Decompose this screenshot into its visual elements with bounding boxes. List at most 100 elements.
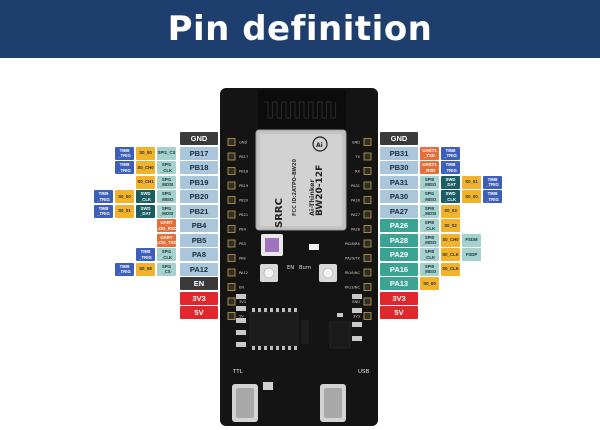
chip-pin xyxy=(264,308,267,312)
chip-pin xyxy=(294,308,297,312)
ai-logo-text: Ai xyxy=(316,142,323,149)
left-pin-pb19: PB19 xyxy=(180,175,218,189)
silk-label-right: 3V3 xyxy=(353,315,360,319)
header-pin-right xyxy=(363,196,372,204)
header-pin-right xyxy=(363,181,372,190)
right-func-uart: UART1 _TXD xyxy=(420,146,439,160)
right-pin-pa30: PA30 xyxy=(380,190,418,203)
right-func-pwm: S0_CH0 xyxy=(441,233,460,247)
silk-label-right: TX xyxy=(354,155,360,159)
silk-label-right: GND xyxy=(352,300,360,304)
header-pin-right xyxy=(363,312,372,320)
chip-pin xyxy=(294,346,297,350)
silk-label-left: PB5 xyxy=(239,242,246,246)
right-func-spi: SPI0 _MISO xyxy=(420,262,439,276)
header-bar: Pin definition xyxy=(0,0,600,58)
en-label: EN xyxy=(287,265,294,271)
silk-label-left: 5V xyxy=(239,315,244,319)
right-func-uart: UART1 _RXD xyxy=(420,161,439,174)
left-func-spi: SPI1 _MISO xyxy=(157,190,176,203)
silk-label-left: 3V3 xyxy=(239,300,246,304)
chip-pin xyxy=(258,346,261,350)
chip-pin xyxy=(288,346,291,350)
left-func-tim: TIM9 _TRIG xyxy=(94,190,113,203)
smd-resistor xyxy=(236,318,246,323)
left-func-spi: SPI1 _CLK xyxy=(157,248,176,261)
silk-label-right: PA13/NC xyxy=(345,286,361,290)
left-func-pwm: S0_CH1 xyxy=(136,175,155,189)
left-func-pwm: S0_01 xyxy=(115,204,134,218)
silk-label-left: PB21 xyxy=(239,213,248,217)
left-pin-pb18: PB18 xyxy=(180,161,218,174)
chip-pin xyxy=(252,308,255,312)
right-func-pwm: S0_00 xyxy=(420,277,439,290)
en-button-cap xyxy=(263,267,275,279)
left-pin-pb5: PB5 xyxy=(180,233,218,247)
chip-pin xyxy=(252,346,255,350)
header-pin-right xyxy=(363,225,372,233)
header-pin-left xyxy=(227,254,236,262)
header-pin-left xyxy=(227,152,236,161)
left-func-pwm: S0_08 xyxy=(136,262,155,276)
header-pin-left xyxy=(227,210,236,219)
header-pin-right xyxy=(363,152,372,161)
page-title: Pin definition xyxy=(167,9,433,49)
left-pin-pb20: PB20 xyxy=(180,190,218,203)
right-pin-pb30: PB30 xyxy=(380,161,418,174)
smd-resistor xyxy=(236,294,246,299)
chip-pin xyxy=(288,308,291,312)
chip-pin xyxy=(258,308,261,312)
right-pin-pa28: PA28 xyxy=(380,233,418,247)
header-pin-left xyxy=(227,181,236,190)
left-func-pwm: S0_00 xyxy=(136,146,155,160)
silk-label-left: PB20 xyxy=(239,199,249,203)
header-pin-right xyxy=(363,138,372,146)
chip-pin xyxy=(264,346,267,350)
header-pin-left xyxy=(227,167,236,175)
status-led xyxy=(309,244,319,250)
usb-uart-chip xyxy=(249,311,299,347)
right-func-spi: FSDP xyxy=(462,248,481,261)
smd-capacitor xyxy=(352,322,362,327)
header-pin-left xyxy=(227,138,236,146)
left-func-tim: TIM8 _TRIG xyxy=(136,248,155,261)
left-func-tim: TIM8 _TRIG xyxy=(115,146,134,160)
right-pin-pa16: PA16 xyxy=(380,262,418,276)
right-func-spi: SPI0 _MISO xyxy=(420,233,439,247)
module-text-line: FCC ID:2ATPO-BW20 xyxy=(292,159,298,216)
silk-label-right: PA29/TX xyxy=(345,257,360,261)
regulator-pin xyxy=(337,313,343,317)
module-text-line: SRRC xyxy=(274,198,285,228)
right-pin-pa31: PA31 xyxy=(380,175,418,189)
header-pin-left xyxy=(227,268,236,277)
header-pin-right xyxy=(363,283,372,291)
left-func-spi: SPI1 _CS xyxy=(157,262,176,276)
silk-label-right: PA28/RX xyxy=(345,242,361,246)
chip-pin xyxy=(276,346,279,350)
silk-label-right: PA26 xyxy=(351,228,361,232)
rgb-led-lens xyxy=(265,238,279,252)
module-text-line: Ai-Thinker xyxy=(308,179,316,216)
module-text-line: BW20-12F xyxy=(315,165,325,216)
header-pin-right xyxy=(363,167,372,175)
left-pin-gnd: GND xyxy=(180,132,218,145)
ttl-usb-port-inner xyxy=(236,388,254,418)
right-func-pwm: S0_01 xyxy=(462,175,481,189)
ai-logo-icon xyxy=(312,136,328,152)
left-pin-pb4: PB4 xyxy=(180,219,218,232)
left-func-spi: SPI1 _MOSI xyxy=(157,175,176,189)
left-pin-pb21: PB21 xyxy=(180,204,218,218)
right-func-pwm: S0_CLK xyxy=(441,262,460,276)
smd-capacitor xyxy=(352,336,362,341)
silk-label-right: PA27 xyxy=(351,213,360,217)
chip-pin xyxy=(270,308,273,312)
smd-resistor xyxy=(236,306,246,311)
right-func-tim: TIM8 _TRIG xyxy=(441,146,460,160)
silk-label-left: PB17 xyxy=(239,155,248,159)
header-pin-left xyxy=(227,283,236,291)
burn-button-cap xyxy=(322,267,334,279)
right-func-pwm: S0_03 xyxy=(441,204,460,218)
smd-capacitor xyxy=(352,308,362,313)
usb-port-inner xyxy=(324,388,342,418)
